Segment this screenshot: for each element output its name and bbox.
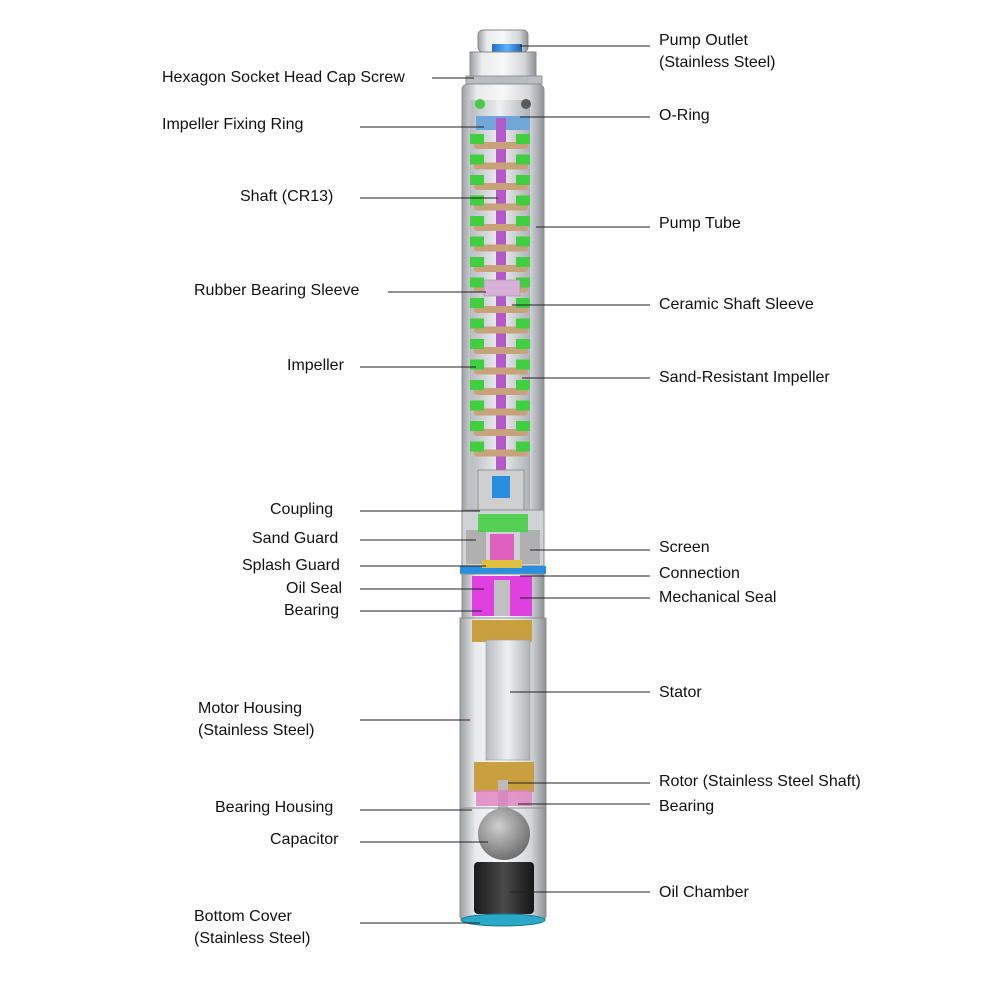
label-connection: Connection [659,565,740,582]
diffuser-segment [516,175,530,185]
diffuser-segment [470,441,484,452]
impeller-disc [474,347,528,354]
label-motor-housing: Motor Housing (Stainless Steel) [198,698,315,742]
diffuser-segment [516,441,530,452]
diffuser-segment [470,339,484,349]
label-bearing-housing: Bearing Housing [215,799,334,816]
splash-guard-part [482,560,522,568]
label-pump-outlet-line1: Pump Outlet [659,32,748,49]
impeller-disc [474,162,528,170]
diffuser-segment [470,175,484,185]
impeller-disc [474,367,528,375]
diffuser-segment [516,236,530,247]
label-mechanical-seal: Mechanical Seal [659,589,777,606]
diffuser-segment [516,134,530,144]
diffuser-segment [516,318,530,329]
label-rubber-bearing-sleeve: Rubber Bearing Sleeve [194,282,360,299]
impeller-disc [474,265,528,272]
label-ceramic-shaft-sleeve: Ceramic Shaft Sleeve [659,296,814,313]
impeller-disc [474,306,528,313]
connection-part [460,566,546,574]
label-screen: Screen [659,539,710,556]
impeller-disc [474,224,528,231]
label-rotor: Rotor (Stainless Steel Shaft) [659,773,861,790]
label-bearing-lower: Bearing [659,798,715,815]
impeller-disc [474,183,528,190]
label-bottom-cover: Bottom Cover (Stainless Steel) [194,906,311,950]
label-bottom-cover-line2: (Stainless Steel) [194,930,311,947]
impeller-disc [474,244,528,252]
diffuser-segment [470,298,484,308]
screen-part [461,509,545,567]
diffuser-segment [516,421,530,431]
label-coupling: Coupling [270,501,334,518]
label-splash-guard: Splash Guard [242,557,340,574]
o-ring-part [475,99,531,109]
diffuser-segment [470,421,484,431]
label-impeller: Impeller [287,357,344,374]
label-stator: Stator [659,684,702,701]
label-oil-chamber: Oil Chamber [659,884,749,901]
diffuser-segment [470,236,484,247]
hex-screw-part [465,75,543,85]
impeller-disc [474,203,528,211]
impeller-disc [474,408,528,416]
label-pump-outlet-line2: (Stainless Steel) [659,54,776,71]
diffuser-segment [470,216,484,226]
diffuser-segment [516,257,530,267]
lower-housing-part [459,807,547,921]
motor-housing-part [459,617,547,811]
mechanical-seal-part [461,573,545,621]
rubber-bearing-part [483,279,521,297]
diffuser-segment [516,195,530,206]
diffuser-segment [516,359,530,370]
label-pump-outlet: Pump Outlet (Stainless Steel) [659,30,776,74]
label-sand-guard: Sand Guard [252,530,339,547]
label-o-ring: O-Ring [659,107,710,124]
bottom-cover-part [460,913,546,927]
impeller-disc [474,388,528,395]
diffuser-segment [516,400,530,411]
diffuser-segment [470,318,484,329]
impeller-disc [474,429,528,436]
diffuser-segment [516,339,530,349]
diffuser-segment [470,380,484,390]
capacitor-part [478,808,530,860]
diffuser-segment [470,195,484,206]
diffuser-segment [470,257,484,267]
diffuser-segment [516,277,530,288]
impeller-disc [474,326,528,334]
diffuser-segment [516,380,530,390]
diffuser-segment [470,154,484,165]
pump-outlet-part [469,29,537,79]
label-sand-resistant-impeller: Sand-Resistant Impeller [659,369,830,386]
impeller-disc [474,449,528,457]
diffuser-segment [470,277,484,288]
impeller-disc [474,142,528,149]
label-pump-tube: Pump Tube [659,215,741,232]
diffuser-segment [516,154,530,165]
oil-chamber-part [474,862,534,914]
label-bottom-cover-line1: Bottom Cover [194,908,292,925]
label-oil-seal: Oil Seal [286,580,343,597]
label-impeller-fixing-ring: Impeller Fixing Ring [162,116,304,133]
label-capacitor: Capacitor [270,831,339,848]
impeller-stack [470,134,530,457]
diffuser-segment [516,216,530,226]
diffuser-segment [470,359,484,370]
label-bearing-upper: Bearing [284,602,340,619]
label-motor-housing-line1: Motor Housing [198,700,303,717]
leader-lines [360,45,650,924]
label-shaft: Shaft (CR13) [240,188,334,205]
diffuser-segment [470,400,484,411]
label-motor-housing-line2: (Stainless Steel) [198,722,315,739]
label-hex-screw: Hexagon Socket Head Cap Screw [162,69,405,86]
diffuser-segment [470,134,484,144]
diffuser-segment [516,298,530,308]
